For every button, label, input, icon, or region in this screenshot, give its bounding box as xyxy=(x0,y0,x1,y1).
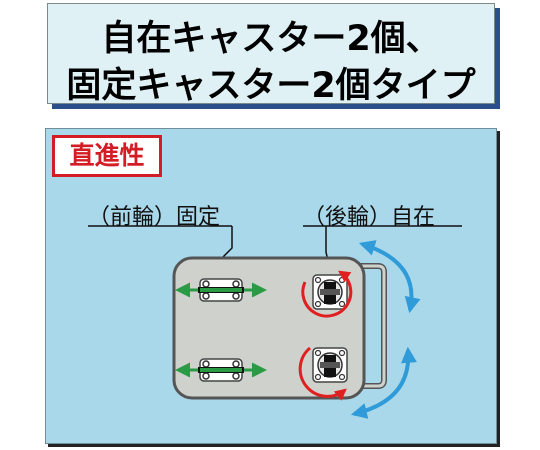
curved-rotation-arrow-icon xyxy=(298,346,347,401)
title-box: 自在キャスター2個、 固定キャスター2個タイプ xyxy=(47,3,495,106)
curved-double-arrow-icon xyxy=(350,346,417,419)
swivel-caster-icon xyxy=(312,274,348,310)
curved-rotation-arrow-icon xyxy=(301,270,353,318)
fixed-caster-icon xyxy=(175,358,267,382)
straight-travel-badge: 直進性 xyxy=(52,135,162,177)
title-line-2: 固定キャスター2個タイプ xyxy=(66,66,476,106)
fixed-caster-icon xyxy=(175,278,267,302)
title-line-1: 自在キャスター2個、 xyxy=(101,19,441,59)
swivel-caster-icon xyxy=(312,347,348,383)
curved-double-arrow-icon xyxy=(358,240,421,314)
